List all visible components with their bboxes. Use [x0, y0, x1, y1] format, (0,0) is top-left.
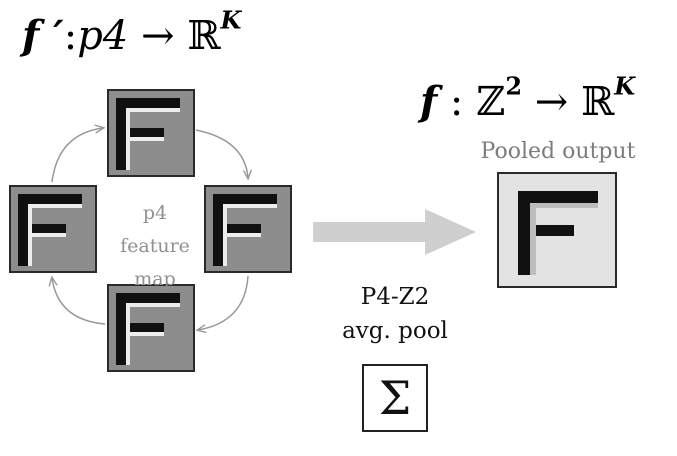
feature-map-tile-top — [107, 89, 195, 177]
p4-feature-map-label: p4 feature map — [120, 202, 190, 290]
feature-map-tile-left — [9, 185, 97, 273]
maps-to-arrow: → — [522, 79, 581, 125]
pooling-arrow — [313, 209, 476, 255]
pooled-output-label: Pooled output — [480, 139, 636, 164]
codomain-exponent-k: K — [220, 5, 242, 35]
function-f-prime: f ′ — [22, 12, 64, 59]
domain-exponent: 2 — [505, 71, 523, 101]
rotation-arrow-bottom-left — [52, 278, 106, 325]
sum-operator-box: Σ — [362, 364, 428, 432]
pooled-output-tile — [497, 172, 617, 288]
maps-to-arrow: → — [128, 13, 188, 59]
pooling-operation-label: P4-Z2 avg. pool — [342, 284, 448, 344]
rotation-arrow-top-right — [195, 129, 248, 178]
sigma-icon: Σ — [378, 371, 412, 425]
feature-map-tile-right — [204, 185, 292, 273]
codomain-exponent-k: K — [614, 71, 636, 101]
input-feature-map-equation: f ′:p4 → ℝK — [22, 5, 242, 59]
rotation-arrow-top-left — [51, 128, 103, 183]
domain-p4: p4 — [77, 13, 129, 59]
feature-map-tile-bottom — [107, 284, 195, 372]
function-f: f — [420, 78, 438, 125]
rotation-arrow-bottom-right — [198, 275, 249, 330]
codomain-reals: ℝ — [187, 13, 221, 59]
codomain-reals: ℝ — [580, 79, 615, 125]
domain-integers: ℤ — [476, 79, 506, 125]
output-feature-map-equation: f : ℤ2 → ℝK — [420, 71, 636, 125]
